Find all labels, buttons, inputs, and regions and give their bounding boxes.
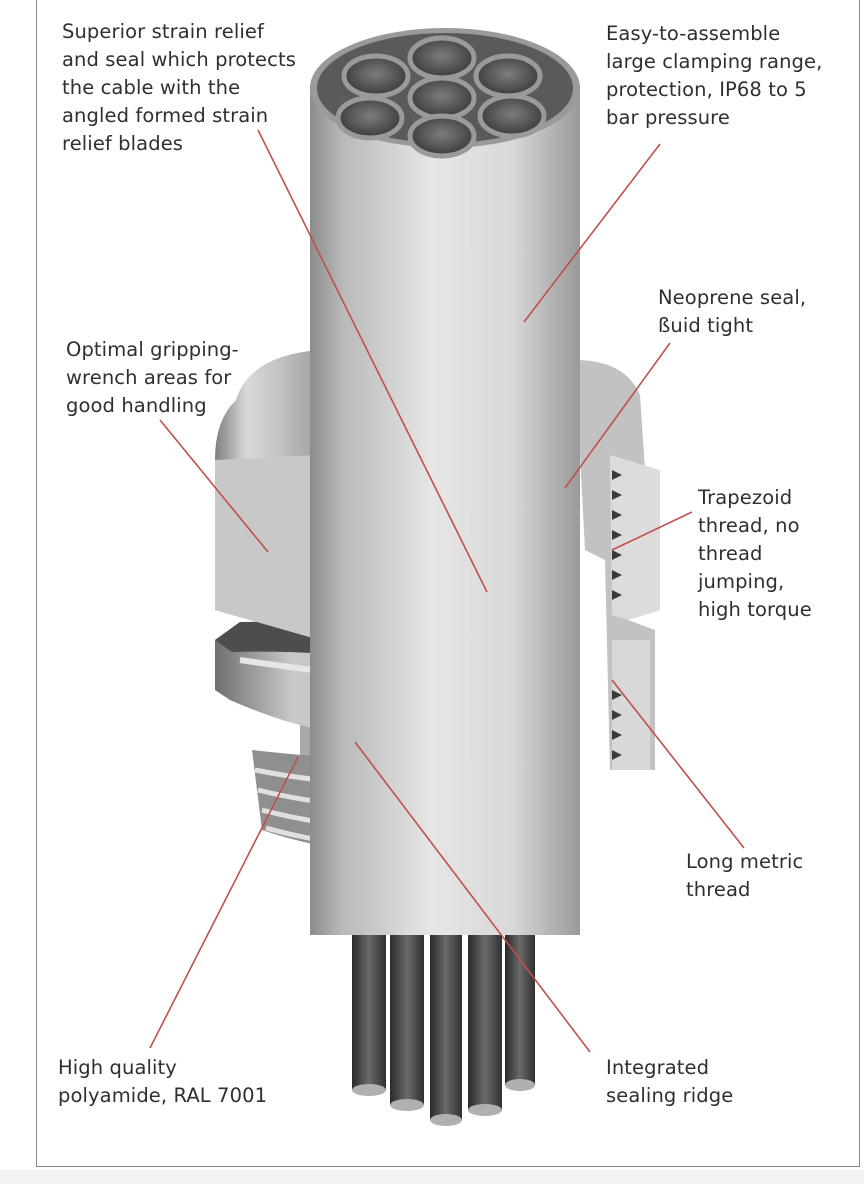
callout-polyamide: High quality polyamide, RAL 7001: [58, 1054, 267, 1110]
callout-line: Integrated: [606, 1056, 710, 1079]
callout-line: the cable with the: [62, 76, 241, 99]
callout-strain-relief: Superior strain relief and seal which pr…: [62, 18, 296, 158]
callout-line: relief blades: [62, 132, 184, 155]
callout-line: thread: [698, 542, 763, 565]
callout-line: bar pressure: [606, 106, 730, 129]
callout-metric: Long metric thread: [686, 848, 803, 904]
leader-lines: [149, 129, 745, 1053]
callout-line: high torque: [698, 598, 812, 621]
leader-line-clamping: [523, 143, 661, 323]
leader-line-polyamide: [149, 756, 299, 1049]
cable-wires: [352, 925, 535, 1126]
leader-line-neoprene: [564, 342, 671, 489]
callout-line: High quality: [58, 1056, 177, 1079]
cable-cylinder: [310, 28, 580, 935]
leader-line-gripping: [159, 419, 269, 553]
callout-line: ßuid tight: [658, 314, 754, 337]
callout-line: Superior strain relief: [62, 20, 264, 43]
callout-line: Optimal gripping-: [66, 338, 239, 361]
bottom-strip: [0, 1170, 864, 1184]
callout-line: large clamping range,: [606, 50, 823, 73]
callout-clamping: Easy-to-assemble large clamping range, p…: [606, 20, 822, 132]
callout-line: thread, no: [698, 514, 800, 537]
leader-line-metric: [611, 679, 745, 849]
leader-line-trapezoid: [611, 511, 693, 551]
callout-line: Trapezoid: [698, 486, 793, 509]
callout-line: thread: [686, 878, 751, 901]
callout-line: sealing ridge: [606, 1084, 734, 1107]
callout-line: angled formed strain: [62, 104, 269, 127]
callout-neoprene: Neoprene seal, ßuid tight: [658, 284, 806, 340]
callout-line: and seal which protects: [62, 48, 296, 71]
callout-line: Neoprene seal,: [658, 286, 807, 309]
callout-line: polyamide, RAL 7001: [58, 1084, 268, 1107]
callout-line: wrench areas for: [66, 366, 232, 389]
callout-trapezoid: Trapezoid thread, no thread jumping, hig…: [698, 484, 812, 624]
callout-sealing-ridge: Integrated sealing ridge: [606, 1054, 733, 1110]
callout-line: Easy-to-assemble: [606, 22, 781, 45]
cable-cores: [335, 35, 547, 159]
callout-line: good handling: [66, 394, 207, 417]
leader-line-sealing-ridge: [354, 741, 591, 1053]
callout-line: protection, IP68 to 5: [606, 78, 807, 101]
callout-line: Long metric: [686, 850, 804, 873]
leader-line-strain-relief: [257, 129, 488, 593]
callout-line: jumping,: [698, 570, 785, 593]
callout-gripping: Optimal gripping- wrench areas for good …: [66, 336, 239, 420]
